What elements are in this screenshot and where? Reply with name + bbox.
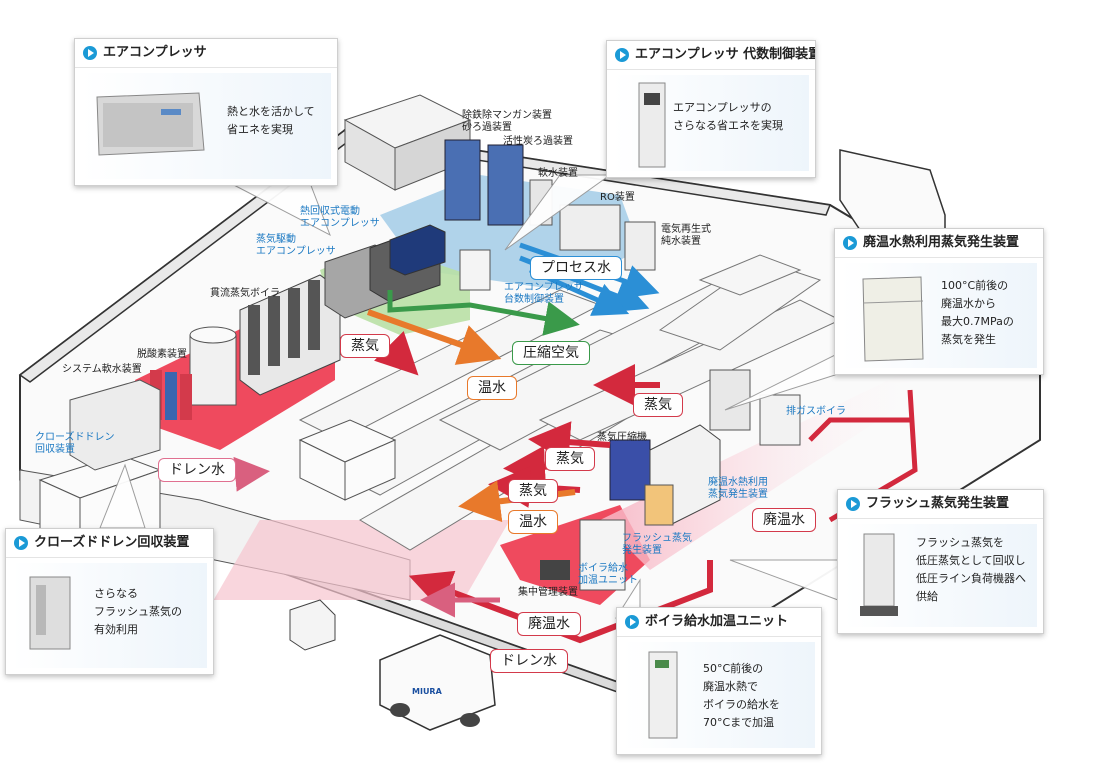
forklift: [289, 599, 336, 651]
tag-process-water: プロセス水: [530, 256, 622, 280]
label-exhaust-boiler: 排ガスボイラ: [786, 406, 846, 417]
label-ro: RO装置: [600, 192, 635, 203]
deaerator-tank: [189, 326, 237, 406]
compressed-air-flow-lines: [387, 290, 580, 336]
label-once-through-boiler: 貫流蒸気ボイラ: [210, 288, 280, 299]
label-iron-removal: 除鉄除マンガン装置 砂ろ過装置: [462, 110, 552, 133]
heat-recovery-units: [540, 424, 721, 591]
card-closed-drain[interactable]: クローズドドレン回収装置 さらなる フラッシュ蒸気の 有効利用: [5, 528, 214, 675]
feedwater-unit-photo: [648, 651, 678, 739]
card-title: エアコンプレッサ: [103, 45, 207, 60]
label-steam-compressor: 蒸気圧縮機: [597, 432, 647, 443]
label-central-control: 集中管理装置: [518, 587, 578, 598]
label-softener: 軟水装置: [538, 168, 578, 179]
card-title: フラッシュ蒸気発生装置: [866, 496, 1010, 511]
label-controller-unit: エアコンプレッサ 台数制御装置: [504, 282, 584, 305]
play-icon[interactable]: [615, 48, 629, 62]
company-van: [379, 634, 496, 731]
closed-drain-photo: [29, 576, 71, 650]
label-feedwater-unit: ボイラ給水 加温ユニット: [578, 563, 638, 586]
card-title: エアコンプレッサ 代数制御装置: [635, 47, 815, 62]
card-title: ボイラ給水加温ユニット: [645, 614, 789, 629]
card-description: 熱と水を活かして 省エネを実現: [227, 105, 315, 136]
air-compressor-photo: [96, 92, 205, 156]
tag-steam-1: 蒸気: [340, 334, 390, 358]
label-heat-recovery-compressor: 熱回収式電動 エアコンプレッサ: [300, 206, 380, 229]
tag-steam-2: 蒸気: [633, 393, 683, 417]
card-description: フラッシュ蒸気を 低圧蒸気として回収し 低圧ライン負荷機器へ 供給: [916, 536, 1026, 603]
card-compressor-controller[interactable]: エアコンプレッサ 代数制御装置 エアコンプレッサの さらなる省エネを実現: [606, 40, 816, 178]
boiler-bank: [239, 274, 341, 396]
flash-unit-photo: [860, 533, 898, 616]
tag-hot-water-1: 温水: [467, 376, 517, 400]
label-flash-unit: フラッシュ蒸気 発生装置: [622, 533, 692, 556]
water-tank: [343, 94, 472, 191]
tag-waste-hot-water-2: 廃温水: [517, 612, 581, 636]
play-icon[interactable]: [843, 236, 857, 250]
card-description: さらなる フラッシュ蒸気の 有効利用: [94, 587, 182, 636]
play-icon[interactable]: [14, 536, 28, 550]
label-activated-carbon: 活性炭ろ過装置: [503, 136, 573, 147]
van-brand-logo: MIURA: [412, 687, 442, 696]
label-edi: 電気再生式 純水装置: [661, 224, 711, 247]
tag-drain-2: ドレン水: [490, 649, 568, 673]
play-icon[interactable]: [625, 615, 639, 629]
card-title: クローズドドレン回収装置: [34, 535, 190, 550]
label-deaerator: 脱酸素装置: [137, 349, 187, 360]
label-system-softener: システム軟水装置: [62, 364, 142, 375]
tag-compressed-air: 圧縮空気: [512, 341, 590, 365]
card-description: エアコンプレッサの さらなる省エネを実現: [673, 101, 783, 132]
play-icon[interactable]: [846, 497, 860, 511]
label-closed-drain-unit: クローズドドレン 回収装置: [35, 432, 115, 455]
play-icon[interactable]: [83, 46, 97, 60]
exhaust-boiler: [709, 369, 801, 446]
softener-unit: [69, 370, 192, 471]
controller-photo: [638, 82, 666, 168]
waste-heat-unit-photo: [862, 276, 924, 362]
card-air-compressor[interactable]: エアコンプレッサ 熱と水を活かして 省エネを実現: [74, 38, 338, 186]
label-steam-driven-compressor: 蒸気駆動 エアコンプレッサ: [256, 234, 336, 257]
tag-steam-3: 蒸気: [545, 447, 595, 471]
tag-steam-4: 蒸気: [508, 479, 558, 503]
compressor-units: [324, 224, 446, 319]
card-flash-steam[interactable]: フラッシュ蒸気発生装置 フラッシュ蒸気を 低圧蒸気として回収し 低圧ライン負荷機…: [837, 489, 1044, 634]
card-waste-heat-steam[interactable]: 廃温水熱利用蒸気発生装置 100°C前後の 廃温水から 最大0.7MPaの 蒸気…: [834, 228, 1044, 375]
card-boiler-feedwater[interactable]: ボイラ給水加温ユニット 50°C前後の 廃温水熱で ボイラの給水を 70°Cまで…: [616, 607, 822, 755]
card-title: 廃温水熱利用蒸気発生装置: [863, 235, 1020, 250]
label-waste-heat-unit: 廃温水熱利用 蒸気発生装置: [708, 477, 768, 500]
waste-heat-lower: [213, 520, 510, 600]
tag-waste-hot-water-1: 廃温水: [752, 508, 816, 532]
card-description: 50°C前後の 廃温水熱で ボイラの給水を 70°Cまで加温: [703, 662, 780, 729]
card-description: 100°C前後の 廃温水から 最大0.7MPaの 蒸気を発生: [941, 279, 1014, 346]
tag-hot-water-2: 温水: [508, 510, 558, 534]
tag-drain-1: ドレン水: [158, 458, 236, 482]
